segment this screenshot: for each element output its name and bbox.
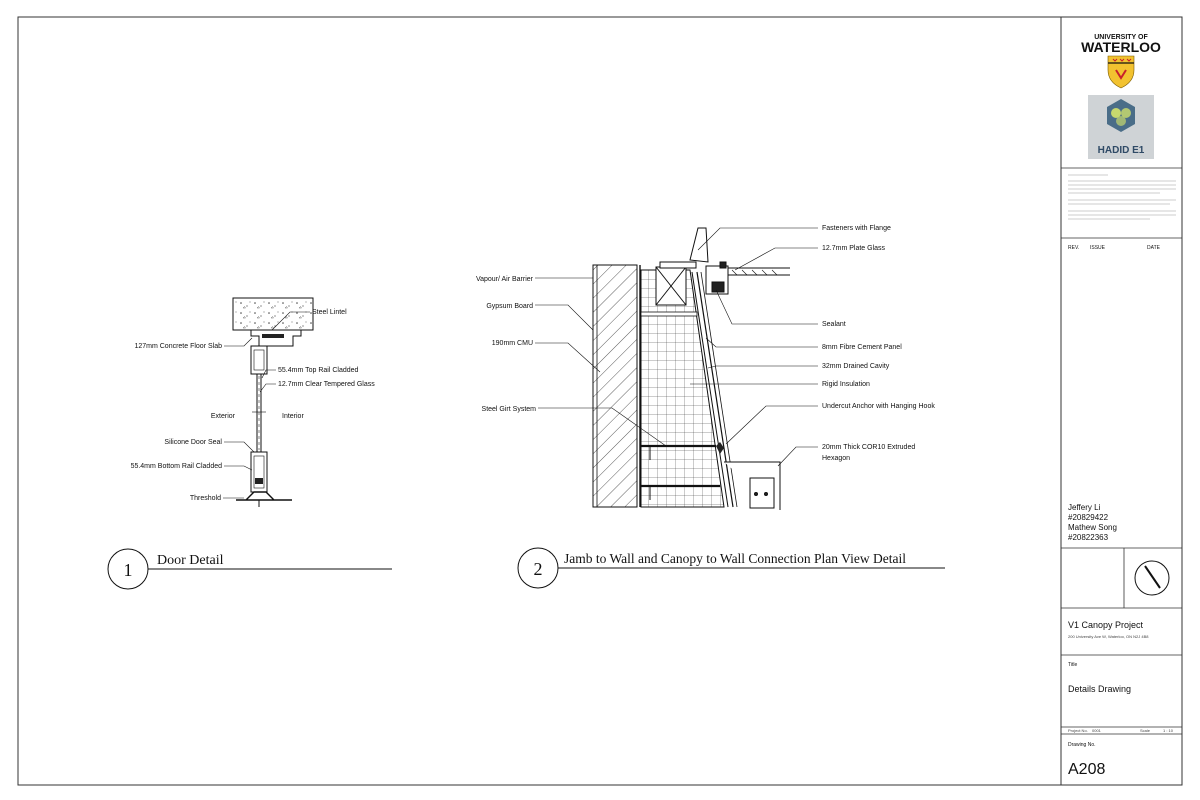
label-gypsum: Gypsum Board <box>486 303 533 310</box>
rev-header: REV. <box>1068 245 1079 251</box>
label-plate-glass: 12.7mm Plate Glass <box>822 245 886 252</box>
door-detail-drawing: Steel Lintel 127mm Concrete Floor Slab 5… <box>131 297 375 507</box>
general-notes <box>1068 174 1176 220</box>
detail-number: 2 <box>534 559 543 579</box>
cor10-hexagon <box>689 227 709 263</box>
jamb-detail-drawing: Fasteners with Flange 12.7mm Plate Glass… <box>476 225 935 510</box>
label-fibre-cement: 8mm Fibre Cement Panel <box>822 344 902 351</box>
scale-label: Scale <box>1140 728 1151 733</box>
scale-value: 1 : 10 <box>1163 728 1174 733</box>
threshold <box>236 491 292 501</box>
label-concrete-slab: 127mm Concrete Floor Slab <box>134 343 222 350</box>
label-interior: Interior <box>282 413 304 420</box>
undercut-anchor <box>716 442 724 454</box>
author-line-2: #20829422 <box>1068 513 1109 522</box>
label-vapour-barrier: Vapour/ Air Barrier <box>476 276 534 283</box>
label-undercut-anchor: Undercut Anchor with Hanging Hook <box>822 403 935 410</box>
label-fasteners: Fasteners with Flange <box>822 225 891 232</box>
project-no-label: Project No. <box>1068 728 1088 733</box>
author-line-1: Jeffery Li <box>1068 503 1101 512</box>
label-clear-glass: 12.7mm Clear Tempered Glass <box>278 381 375 388</box>
label-rigid-insulation: Rigid Insulation <box>822 381 870 388</box>
title-block: UNIVERSITY OF WATERLOO HADID E1 <box>1061 34 1182 778</box>
sheet-border <box>17 16 1183 786</box>
title-value: Details Drawing <box>1068 684 1131 694</box>
label-door-seal: Silicone Door Seal <box>164 439 222 446</box>
label-cor10-line2: Hexagon <box>822 455 850 462</box>
label-steel-lintel: Steel Lintel <box>312 309 347 316</box>
label-steel-girt: Steel Girt System <box>482 406 537 413</box>
jamb-detail-title: 2 Jamb to Wall and Canopy to Wall Connec… <box>517 547 945 589</box>
title-label: Title <box>1068 662 1077 668</box>
cmu-wall <box>592 264 638 508</box>
university-shield-icon <box>1107 55 1135 89</box>
issue-header: ISSUE <box>1090 245 1106 251</box>
project-no-value: 0001 <box>1092 728 1102 733</box>
canopy-connection <box>705 261 790 295</box>
project-address: 200 University Ave W, Waterloo, ON N2J 4… <box>1068 634 1149 639</box>
label-bottom-rail: 55.4mm Bottom Rail Cladded <box>131 463 223 470</box>
door-detail-title: 1 Door Detail <box>107 548 392 590</box>
hadid-logo-text: HADID E1 <box>1098 145 1145 156</box>
top-rail <box>250 345 268 375</box>
drawing-no-value: A208 <box>1068 761 1105 778</box>
drained-cavity <box>691 271 729 508</box>
label-drained-cavity: 32mm Drained Cavity <box>822 363 890 370</box>
detail-title: Jamb to Wall and Canopy to Wall Connecti… <box>564 551 906 566</box>
label-sealant: Sealant <box>822 321 846 328</box>
hadid-logo: HADID E1 <box>1088 95 1154 159</box>
base-step <box>724 461 781 510</box>
label-cor10-line1: 20mm Thick COR10 Extruded <box>822 444 915 451</box>
label-exterior: Exterior <box>211 413 236 420</box>
concrete-slab <box>232 297 314 331</box>
label-threshold: Threshold <box>190 495 221 502</box>
hexagon-icon <box>1107 99 1135 132</box>
drawing-no-label: Drawing No. <box>1068 742 1096 748</box>
north-arrow-icon <box>1134 560 1170 596</box>
detail-number: 1 <box>124 560 133 580</box>
rigid-insulation <box>640 269 725 508</box>
date-header: DATE <box>1147 245 1161 251</box>
university-line2: WATERLOO <box>1081 39 1161 55</box>
steel-girts <box>640 311 720 500</box>
author-line-3: Mathew Song <box>1068 523 1117 532</box>
university-line1: UNIVERSITY OF <box>1094 34 1148 41</box>
detail-title: Door Detail <box>157 553 224 568</box>
label-top-rail: 55.4mm Top Rail Cladded <box>278 367 359 374</box>
author-line-4: #20822363 <box>1068 533 1109 542</box>
label-cmu: 190mm CMU <box>492 340 533 347</box>
project-name: V1 Canopy Project <box>1068 620 1144 630</box>
bottom-rail <box>250 451 268 493</box>
fibre-cement-panel <box>696 271 734 508</box>
top-cap <box>655 261 697 306</box>
